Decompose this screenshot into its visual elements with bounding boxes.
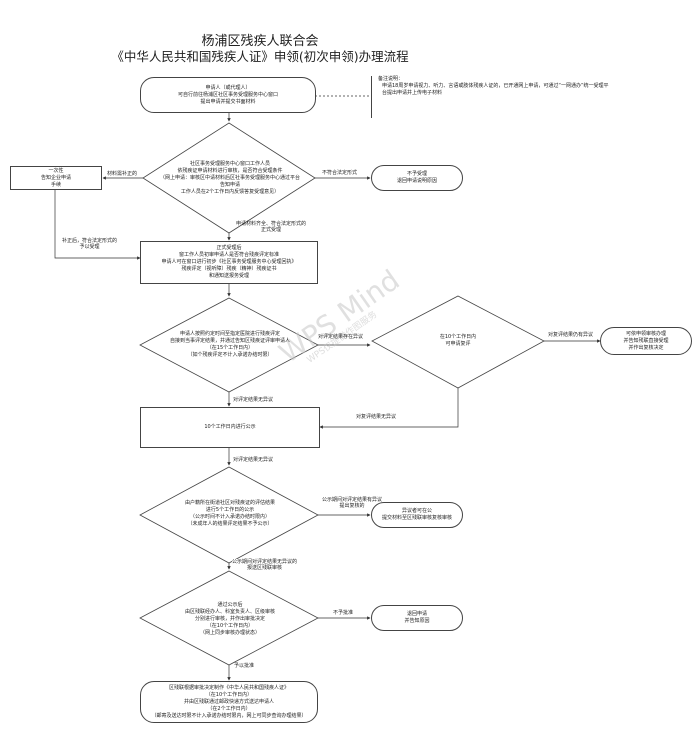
node-publicity: 10个工作日内进行公示 bbox=[140, 407, 320, 448]
edge-not-qualify: 不符合法定形式 bbox=[322, 170, 358, 176]
node-verify-text: 由户籍所在街道社区对残疾证的评估结果 进行5个工作日的公示 （公示时间不计入承诺… bbox=[184, 500, 275, 527]
edge-disagree-result: 对评定结果存在异议 bbox=[318, 334, 364, 340]
node-formal-accept: 正式受理后 窗工作人员初审申请人是否符合残疾评定标准 申请人可在窗口进行初步《社… bbox=[140, 241, 318, 284]
node-apply: 申请人（或代理人） 可自行前往杨浦区社区事务受理服务中心窗口 提出申请并提交书面… bbox=[140, 77, 316, 113]
node-return-reason: 退回申请 并告知原因 bbox=[371, 605, 463, 631]
node-note: 备注说明： 申请18周岁申请视力、听力、言语或肢体残疾人证的，已开通网上申请，可… bbox=[371, 76, 611, 118]
edge-supplemented: 补正后，符合法定形式的 予以受理 bbox=[62, 238, 118, 250]
title-line1: 杨浦区残疾人联合会 bbox=[201, 34, 319, 49]
edge-reject: 不予批准 bbox=[333, 610, 354, 616]
node-assess-text: 申请人按照约定时间至指定医院进行残疾评定 自接到当事评定结果，并通过告知区残疾证… bbox=[169, 331, 290, 358]
edge-complete-materials: 申请材料齐全、符合法定形式的 正式受理 bbox=[236, 221, 307, 233]
node-issue: 区残联根据审批决定制作《中华人民共和国残疾人证》 （在10个工作日内） 并由区残… bbox=[140, 681, 318, 723]
node-not-accept: 不予受理 退回申请说明原因 bbox=[371, 165, 463, 191]
edge-approved: 予以批准 bbox=[234, 663, 255, 669]
node-final-review: 可依申领审核办理 并告知残联直接受理 并作出复核决定 bbox=[600, 327, 692, 355]
edge-publicity-no-objection: 对评定结果无异议 bbox=[233, 457, 274, 463]
edge-has-objection: 公示期间对评定结果有异议 提出复核的 bbox=[322, 497, 383, 509]
edge-no-objection-result: 对评定结果无异议 bbox=[233, 397, 274, 403]
edge-recheck-objection: 对复评结果仍有异议 bbox=[548, 332, 594, 338]
node-approve-text: 通过公示后 由区残联经办人、科室负责人、区级审核 分别进行审核，并作出审批决定 … bbox=[184, 601, 275, 636]
edge-need-supplement: 材料需补正的 bbox=[107, 171, 138, 177]
edge-recheck-no-objection: 对复评结果无异议 bbox=[356, 414, 397, 420]
note-body: 申请18周岁申请视力、听力、言语或肢体残疾人证的，已开通网上申请，可通过“一网通… bbox=[382, 83, 609, 96]
title-line2: 《中华人民共和国残疾人证》申领(初次申领)办理流程 bbox=[111, 49, 409, 64]
node-recheck-text: 在10个工作日内 可申请复评 bbox=[439, 334, 477, 347]
edge-no-objection-publicity: 公示期间对评定结果无异议的 报送区残联审核 bbox=[232, 559, 298, 571]
node-recheck-wait: 异议者可在公 提交材料至区残联审核复核审核 bbox=[371, 502, 463, 528]
node-review-text: 社区事务受理服务中心窗口工作人员 依残疾证申请材料进行审核，是否符合受理条件 （… bbox=[160, 160, 301, 195]
node-once-notify: 一次性 告知企业申请 手续 bbox=[10, 166, 102, 190]
note-title: 备注说明： bbox=[378, 76, 404, 82]
